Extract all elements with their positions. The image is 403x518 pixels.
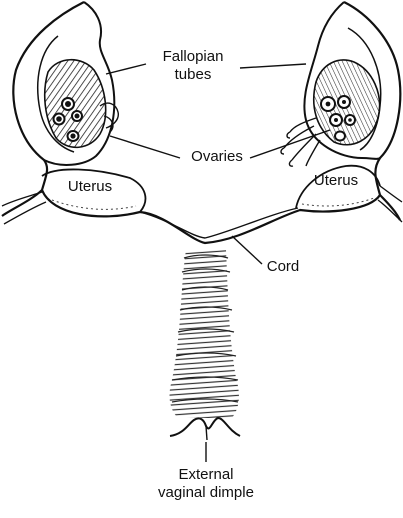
right-fimbriae bbox=[281, 118, 320, 166]
label-external-vaginal-dimple: External vaginal dimple bbox=[136, 466, 276, 502]
vaginal-dimple bbox=[170, 418, 240, 436]
label-fallopian-line1: Fallopian bbox=[148, 48, 238, 66]
left-ligament bbox=[2, 192, 46, 224]
label-vaginal-line1: External bbox=[136, 466, 276, 484]
leader-fallopian-right bbox=[240, 64, 306, 68]
vaginal-cord-column bbox=[170, 250, 239, 418]
label-ovaries: Ovaries bbox=[182, 148, 252, 166]
label-vaginal-line2: vaginal dimple bbox=[136, 484, 276, 502]
leader-ovaries-left bbox=[110, 136, 180, 158]
cord-arch-inner bbox=[140, 208, 298, 238]
label-uterus-right: Uterus bbox=[304, 172, 368, 190]
leader-fallopian-left bbox=[106, 64, 146, 74]
label-fallopian-tubes: Fallopian tubes bbox=[148, 48, 238, 84]
label-fallopian-line2: tubes bbox=[148, 66, 238, 84]
label-uterus-left: Uterus bbox=[60, 178, 120, 196]
label-cord: Cord bbox=[258, 258, 308, 276]
